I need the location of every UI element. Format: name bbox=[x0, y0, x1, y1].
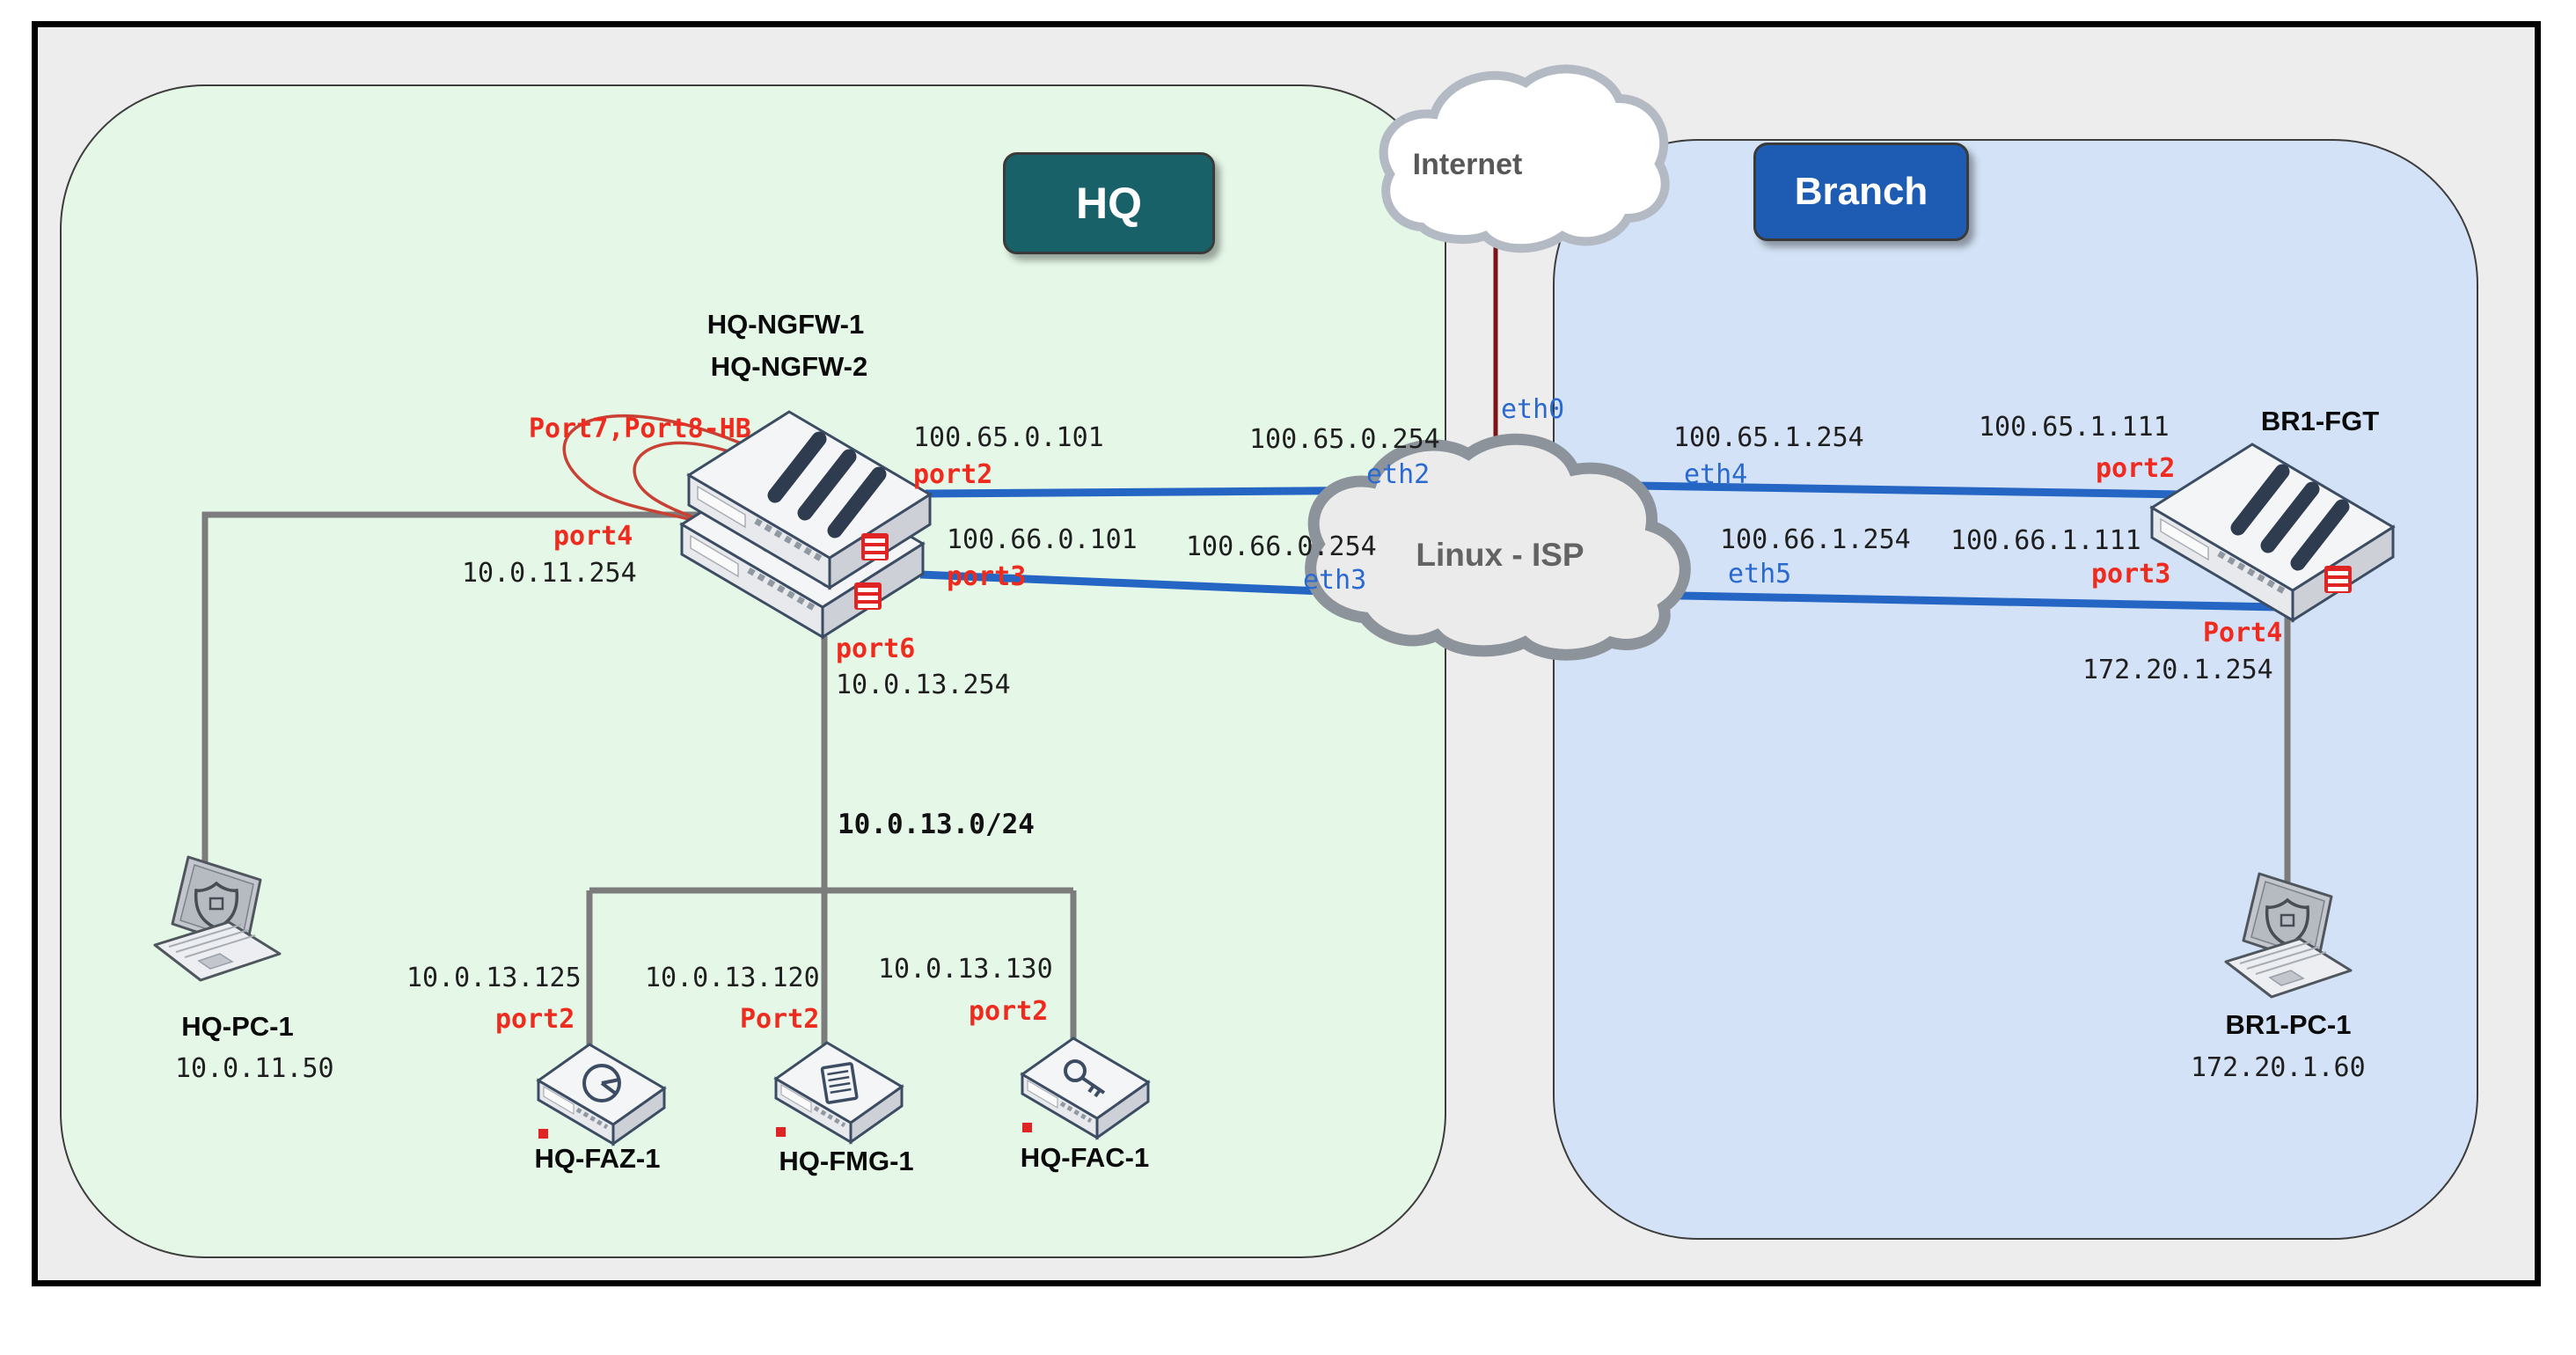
analyzer-icon bbox=[582, 1064, 621, 1102]
hq-fmg-1-label: HQ-FMG-1 bbox=[779, 1146, 914, 1176]
internet-cloud-label: Internet bbox=[1412, 148, 1523, 181]
hq-pc-1-label: HQ-PC-1 bbox=[181, 1011, 294, 1042]
br1-pc-1-ip-label: 172.20.1.60 bbox=[2191, 1052, 2366, 1083]
br1-fgt-wan1-ip-label: 100.65.1.111 bbox=[1979, 412, 2170, 443]
hq-zone-badge: HQ bbox=[1003, 152, 1215, 254]
link-eth4-port2 bbox=[1636, 481, 2183, 499]
hq-wan1-ip-label: 100.65.0.101 bbox=[913, 422, 1104, 453]
hq-fac-1-ip-label: 10.0.13.130 bbox=[878, 954, 1053, 985]
br1-pc-1-label: BR1-PC-1 bbox=[2225, 1009, 2352, 1040]
hq-wan1-port-label: port2 bbox=[913, 459, 993, 490]
isp-eth2-label: eth2 bbox=[1366, 459, 1431, 490]
hq-faz-1-device bbox=[538, 1044, 664, 1144]
link-port4-hq-pc bbox=[201, 511, 714, 867]
hq-fmg-1-ip-label: 10.0.13.120 bbox=[645, 963, 820, 993]
hq-mgmt-port-label: port6 bbox=[836, 634, 916, 664]
hq-mgmt-ip-label: 10.0.13.254 bbox=[836, 670, 1011, 700]
hq-faz-1-port-label: port2 bbox=[495, 1004, 575, 1035]
hq-fmg-1-port-label: Port2 bbox=[740, 1004, 820, 1035]
zone-hq bbox=[60, 84, 1446, 1258]
linux-isp-cloud bbox=[1305, 433, 1691, 661]
br1-fgt-label: BR1-FGT bbox=[2260, 406, 2380, 436]
internet-cloud bbox=[1379, 64, 1670, 253]
br1-fgt-wan1-port-label: port2 bbox=[2096, 453, 2176, 484]
ha-heartbeat-label: Port7,Port8-HB bbox=[529, 414, 751, 444]
hq-lan-ip-label: 10.0.11.254 bbox=[462, 558, 637, 589]
hq-fac-1-port-label: port2 bbox=[969, 996, 1049, 1027]
br1-pc-1-device bbox=[2224, 872, 2353, 999]
isp-eth0-label: eth0 bbox=[1501, 394, 1565, 425]
lan-lines bbox=[201, 511, 2291, 1047]
hq-wan2-port-label: port3 bbox=[947, 561, 1027, 592]
br1-fgt-wan2-ip-label: 100.66.1.111 bbox=[1950, 525, 2141, 556]
isp-eth4-label: eth4 bbox=[1684, 459, 1748, 490]
br1-fgt-lan-ip-label: 172.20.1.254 bbox=[2082, 655, 2273, 685]
isp-eth4-ip-label: 100.65.1.254 bbox=[1673, 422, 1864, 453]
link-eth5-port3 bbox=[1636, 590, 2280, 612]
hq-ngfw-1-label: HQ-NGFW-1 bbox=[706, 309, 865, 340]
hq-faz-1-label: HQ-FAZ-1 bbox=[534, 1143, 661, 1174]
mgmt-subnet-label: 10.0.13.0/24 bbox=[838, 809, 1035, 840]
hq-lan-port-label: port4 bbox=[553, 521, 633, 552]
br1-fgt-lan-port-label: Port4 bbox=[2203, 618, 2283, 648]
hq-fac-1-label: HQ-FAC-1 bbox=[1020, 1142, 1150, 1173]
hq-pc-1-ip-label: 10.0.11.50 bbox=[175, 1053, 334, 1084]
isp-eth5-label: eth5 bbox=[1728, 559, 1792, 590]
isp-eth3-ip-label: 100.66.0.254 bbox=[1186, 531, 1377, 562]
hq-pc-1-device bbox=[153, 855, 282, 982]
branch-zone-badge: Branch bbox=[1753, 143, 1969, 241]
key-icon bbox=[1064, 1059, 1106, 1098]
hq-wan2-ip-label: 100.66.0.101 bbox=[947, 524, 1138, 555]
zone-branch bbox=[1553, 139, 2478, 1240]
hq-fmg-1-device bbox=[776, 1043, 902, 1142]
hq-fac-1-device bbox=[1022, 1038, 1148, 1138]
isp-eth5-ip-label: 100.66.1.254 bbox=[1720, 524, 1911, 555]
linux-isp-cloud-label: Linux - ISP bbox=[1416, 537, 1584, 573]
manager-icon bbox=[820, 1062, 859, 1104]
hq-ngfw-2-label: HQ-NGFW-2 bbox=[710, 351, 868, 382]
isp-eth2-ip-label: 100.65.0.254 bbox=[1249, 424, 1440, 455]
isp-eth3-label: eth3 bbox=[1303, 565, 1367, 596]
hq-faz-1-ip-label: 10.0.13.125 bbox=[406, 963, 582, 993]
br1-fgt-wan2-port-label: port3 bbox=[2091, 559, 2171, 590]
br1-fgt-device bbox=[2152, 444, 2393, 620]
